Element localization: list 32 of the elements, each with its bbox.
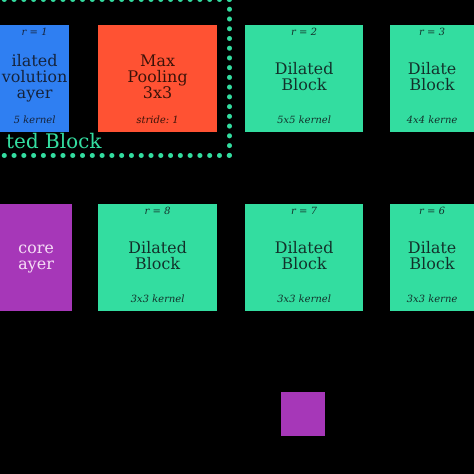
layer-name: ilated volution ayer [2, 52, 68, 100]
dilation-rate: r = 2 [291, 27, 317, 38]
layer-name: Max Pooling 3x3 [126, 52, 189, 100]
layer-detail: 3x3 kerne [406, 294, 458, 305]
layer-name: Dilated Block [274, 60, 334, 92]
dotted-group-frame [0, 0, 232, 158]
dilation-rate: r = 3 [419, 27, 445, 38]
layer-name: core ayer [17, 240, 55, 272]
layer-detail: 5x5 kernel [277, 115, 331, 126]
group-title: ted Block [6, 129, 102, 153]
square-block [281, 392, 325, 436]
layer-detail: 4x4 kerne [406, 115, 458, 126]
layer-name: Dilated Block [274, 240, 334, 272]
layer-box [0, 25, 69, 132]
layer-detail: stride: 1 [136, 115, 179, 126]
layer-box [390, 25, 474, 132]
dilation-rate: r = 7 [291, 206, 317, 217]
dilation-rate: r = 1 [22, 27, 48, 38]
layer-box [98, 25, 217, 132]
layer-name: Dilate Block [406, 60, 458, 92]
layer-box [98, 204, 217, 311]
layer-box [245, 204, 363, 311]
dilation-rate: r = 8 [144, 206, 170, 217]
layer-detail: 3x3 kernel [130, 294, 184, 305]
layer-name: Dilate Block [406, 240, 458, 272]
layer-detail: 5 kernel [14, 115, 56, 126]
layer-box [0, 204, 72, 311]
layer-box [390, 204, 474, 311]
dilation-rate: r = 6 [419, 206, 445, 217]
layer-name: Dilated Block [127, 240, 188, 272]
layer-detail: 3x3 kernel [277, 294, 331, 305]
layer-box [245, 25, 363, 132]
